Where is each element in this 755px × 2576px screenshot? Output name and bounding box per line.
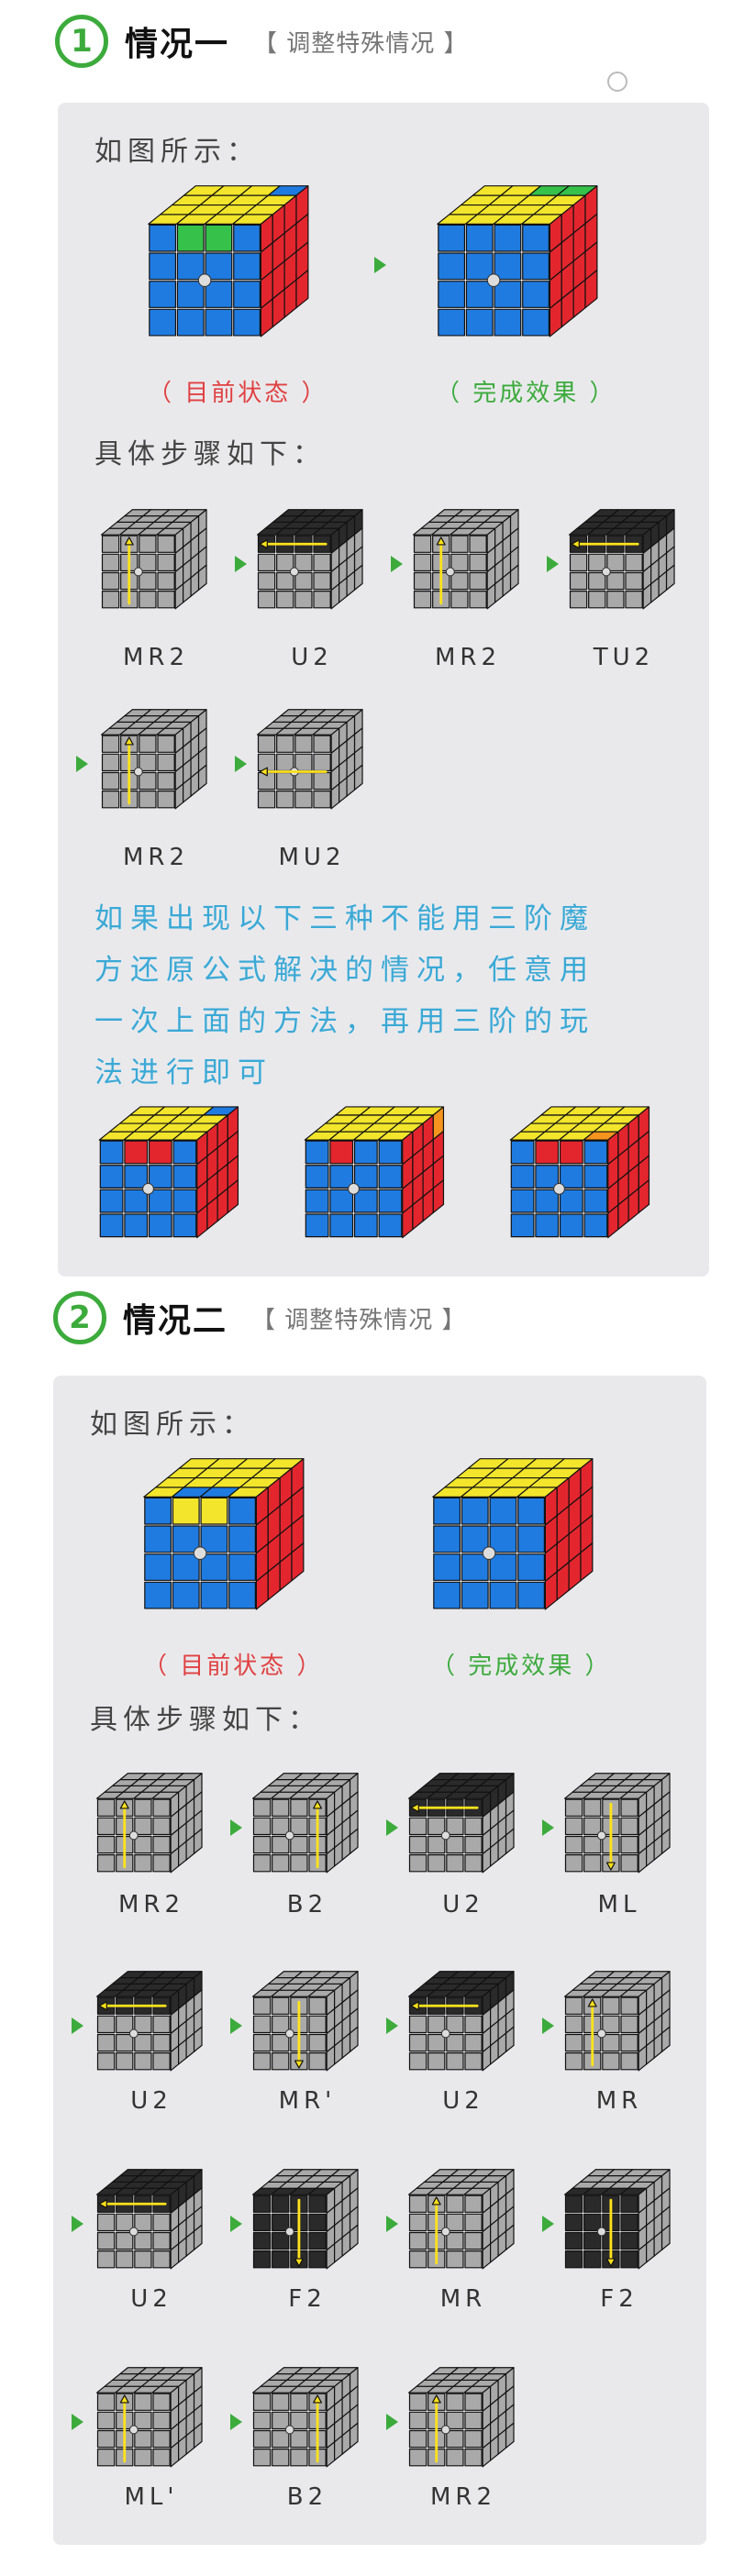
- move-label: U2: [291, 644, 333, 671]
- move-label: MR2: [117, 1891, 185, 1918]
- step-cube: [568, 509, 675, 610]
- step-arrow: [386, 2216, 398, 2232]
- move-label: MU2: [278, 844, 346, 871]
- step-arrow: [386, 2018, 398, 2034]
- case-cube: [304, 1106, 445, 1239]
- move-label: MR: [595, 2087, 643, 2115]
- move-label: MR: [439, 2285, 487, 2313]
- step-cube: [563, 2169, 671, 2270]
- step-arrow: [72, 2414, 83, 2430]
- move-label: ML: [597, 1891, 641, 1918]
- move-label: U2: [130, 2087, 172, 2115]
- step-arrow: [386, 1819, 398, 1836]
- step-cube: [251, 1773, 359, 1874]
- step-arrow: [230, 2018, 242, 2034]
- step-arrow: [76, 756, 88, 772]
- section2-current-cube: [143, 1458, 305, 1610]
- step-cube: [95, 2367, 203, 2468]
- section1-result-label: （ 完成效果 ）: [436, 380, 616, 407]
- step-cube: [256, 509, 363, 610]
- move-label: F2: [288, 2285, 327, 2313]
- section2-card: 如图所示： （ 目前状态 ） （ 完成效果 ） 具体步骤如下： MR2 B2 U…: [53, 1376, 706, 2545]
- section1-subtitle: 【 调整特殊情况 】: [253, 29, 469, 58]
- step-cube: [251, 2169, 359, 2270]
- section1-steps-heading: 具体步骤如下：: [94, 438, 326, 470]
- move-label: U2: [442, 1891, 484, 1918]
- section1-title: 情况一: [125, 26, 230, 63]
- note-line: 法进行即可: [94, 1056, 273, 1089]
- move-label: MR': [278, 2087, 337, 2115]
- move-label: B2: [286, 1891, 328, 1918]
- move-label: U2: [130, 2285, 172, 2313]
- step-cube: [95, 2169, 203, 2270]
- move-label: MR2: [429, 2483, 497, 2511]
- section2-current-label: （ 目前状态 ）: [143, 1653, 324, 1680]
- section2-title: 情况二: [123, 1302, 228, 1340]
- section1-number: 1: [55, 15, 108, 68]
- note-line: 一次上面的方法，再用三阶的玩: [94, 1005, 595, 1038]
- move-label: TU2: [593, 644, 655, 671]
- step-cube: [251, 1971, 359, 2072]
- step-cube: [407, 2367, 515, 2468]
- step-arrow: [230, 2216, 242, 2232]
- move-label: MR2: [122, 844, 190, 871]
- step-arrow: [547, 556, 559, 572]
- section1-as-shown: 如图所示：: [94, 136, 260, 168]
- step-cube: [251, 2367, 359, 2468]
- section2-number: 2: [53, 1291, 106, 1344]
- section1-note: 如果出现以下三种不能用三阶魔 方还原公式解决的情况，任意用 一次上面的方法，再用…: [94, 893, 691, 1099]
- section1-current-cube: [148, 185, 309, 337]
- section1-arrow: [374, 257, 386, 273]
- step-cube: [407, 1773, 515, 1874]
- step-arrow: [542, 2018, 554, 2034]
- move-label: MR2: [434, 644, 502, 671]
- note-line: 如果出现以下三种不能用三阶魔: [94, 902, 595, 935]
- decorative-ring: [607, 72, 627, 92]
- step-cube: [95, 1971, 203, 2072]
- step-cube: [100, 509, 207, 610]
- section2-header: 2 情况二 【 调整特殊情况 】: [53, 1277, 755, 1359]
- case-cube: [509, 1106, 650, 1239]
- step-arrow: [230, 1819, 242, 1836]
- section2-subtitle: 【 调整特殊情况 】: [251, 1306, 467, 1334]
- step-arrow: [235, 556, 247, 572]
- section1-header: 1 情况一 【 调整特殊情况 】: [55, 0, 755, 83]
- step-cube: [100, 709, 207, 810]
- step-arrow: [72, 2018, 83, 2034]
- step-cube: [412, 509, 519, 610]
- section1-card: 如图所示： （ 目前状态 ） （ 完成效果 ） 具体步骤如下： MR2 U2 M…: [58, 103, 709, 1277]
- move-label: B2: [286, 2483, 328, 2511]
- step-arrow: [235, 756, 247, 772]
- move-label: MR2: [122, 644, 190, 671]
- step-cube: [407, 1971, 515, 2072]
- step-arrow: [542, 1819, 554, 1836]
- section2-result-cube: [432, 1458, 594, 1610]
- move-label: U2: [442, 2087, 484, 2115]
- move-label: F2: [600, 2285, 638, 2313]
- step-arrow: [386, 2414, 398, 2430]
- move-label: ML': [124, 2483, 179, 2511]
- section1-result-cube: [437, 185, 598, 337]
- section2-result-label: （ 完成效果 ）: [431, 1653, 612, 1680]
- section2-as-shown: 如图所示：: [90, 1409, 255, 1441]
- step-cube: [563, 1773, 671, 1874]
- step-cube: [256, 709, 363, 810]
- step-arrow: [542, 2216, 554, 2232]
- step-arrow: [72, 2216, 83, 2232]
- step-arrow: [230, 2414, 242, 2430]
- step-arrow: [391, 556, 403, 572]
- section2-steps-heading: 具体步骤如下：: [90, 1704, 321, 1736]
- step-cube: [407, 2169, 515, 2270]
- note-line: 方还原公式解决的情况，任意用: [94, 954, 595, 987]
- section1-current-label: （ 目前状态 ）: [148, 380, 328, 407]
- step-cube: [563, 1971, 671, 2072]
- step-cube: [95, 1773, 203, 1874]
- case-cube: [98, 1106, 239, 1239]
